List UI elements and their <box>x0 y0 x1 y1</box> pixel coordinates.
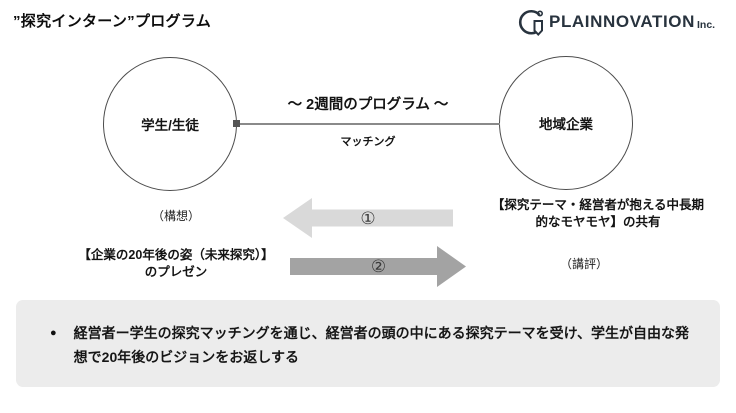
theme-sharing-caption: 【探究テーマ・経営者が抱える中長期 的なモヤモヤ】の共有 <box>460 197 736 231</box>
arrow-step2-right: ② <box>290 244 467 289</box>
bullet-icon: ● <box>50 327 57 339</box>
arrow-step1-shape <box>283 198 453 238</box>
page-title: ”探究インターン”プログラム <box>13 13 212 30</box>
summary-box: ● 経営者ー学生の探究マッチングを通じ、経営者の頭の中にある探究テーマを受け、学… <box>16 300 720 387</box>
program-duration-label: 〜 2週間のプログラム 〜 <box>287 97 449 113</box>
presentation-caption: 【企業の20年後の姿（未来探究）】 のプレゼン <box>40 247 312 281</box>
concept-note: （構想） <box>151 209 200 223</box>
students-circle-label: 学生/生徒 <box>141 118 199 133</box>
plainnovation-logo-icon <box>518 10 543 36</box>
arrow-step1-number: ① <box>360 208 376 228</box>
students-circle: 学生/生徒 <box>103 57 237 191</box>
theme-sharing-caption-line2: 的なモヤモヤ】の共有 <box>535 214 661 229</box>
arrow-step1-left: ① <box>282 196 454 240</box>
review-note: （講評） <box>559 257 608 271</box>
theme-sharing-caption-line1: 【探究テーマ・経営者が抱える中長期 <box>491 198 705 212</box>
local-companies-circle-label: 地域企業 <box>539 117 593 132</box>
logo-wordmark: PLAINNOVATION <box>549 12 695 31</box>
company-logo: PLAINNOVATION Inc. <box>516 8 715 36</box>
presentation-caption-line2: のプレゼン <box>144 264 208 279</box>
presentation-caption-line1: 【企業の20年後の姿（未来探究）】 <box>78 248 274 262</box>
connector-line <box>237 123 500 125</box>
connector-endpoint-dot <box>233 120 240 127</box>
summary-content: ● 経営者ー学生の探究マッチングを通じ、経営者の頭の中にある探究テーマを受け、学… <box>16 300 720 369</box>
logo-suffix: Inc. <box>697 19 716 31</box>
matching-label: マッチング <box>340 136 396 148</box>
summary-text: 経営者ー学生の探究マッチングを通じ、経営者の頭の中にある探究テーマを受け、学生が… <box>73 325 689 365</box>
local-companies-circle: 地域企業 <box>499 56 633 190</box>
arrow-step2-shape <box>290 246 466 287</box>
arrow-step2-number: ② <box>370 257 387 276</box>
